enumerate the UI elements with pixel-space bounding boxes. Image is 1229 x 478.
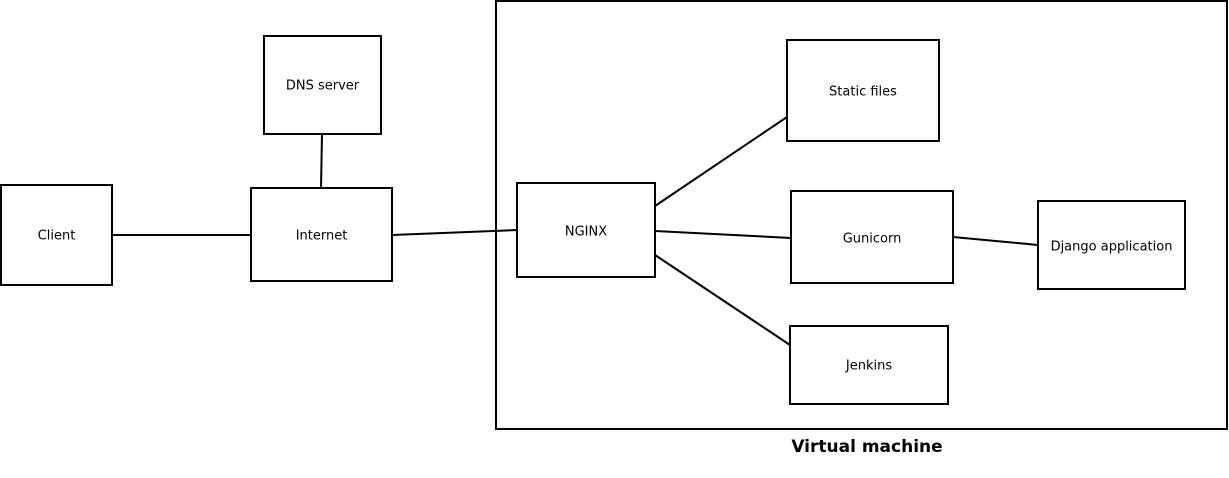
- node-static-files: Static files: [786, 39, 940, 142]
- edge-nginx-jenkins: [654, 254, 791, 346]
- virtual-machine-container: Virtual machine: [495, 0, 1228, 457]
- node-dns-server: DNS server: [263, 35, 382, 135]
- node-gunicorn: Gunicorn: [790, 190, 954, 284]
- node-gunicorn-label: Gunicorn: [843, 232, 902, 247]
- edge-nginx-static-files: [654, 116, 788, 207]
- node-client-label: Client: [38, 229, 76, 244]
- node-dns-server-label: DNS server: [286, 79, 360, 94]
- virtual-machine-label: Virtual machine: [791, 437, 942, 457]
- edge-internet-nginx: [391, 229, 518, 236]
- node-jenkins: Jenkins: [789, 325, 949, 405]
- node-client: Client: [0, 184, 113, 286]
- node-django-application-label: Django application: [1051, 240, 1173, 255]
- node-nginx: NGINX: [516, 182, 656, 278]
- edge-dns-internet: [320, 133, 323, 189]
- node-internet-label: Internet: [296, 229, 348, 244]
- node-jenkins-label: Jenkins: [845, 359, 892, 374]
- edge-gunicorn-django: [952, 236, 1039, 246]
- node-django-application: Django application: [1037, 200, 1186, 290]
- node-nginx-label: NGINX: [565, 225, 607, 240]
- node-internet: Internet: [250, 187, 393, 282]
- virtual-machine-boundary: [495, 0, 1228, 430]
- edge-nginx-gunicorn: [654, 230, 792, 239]
- edges: [112, 116, 1039, 346]
- node-static-files-label: Static files: [829, 85, 897, 100]
